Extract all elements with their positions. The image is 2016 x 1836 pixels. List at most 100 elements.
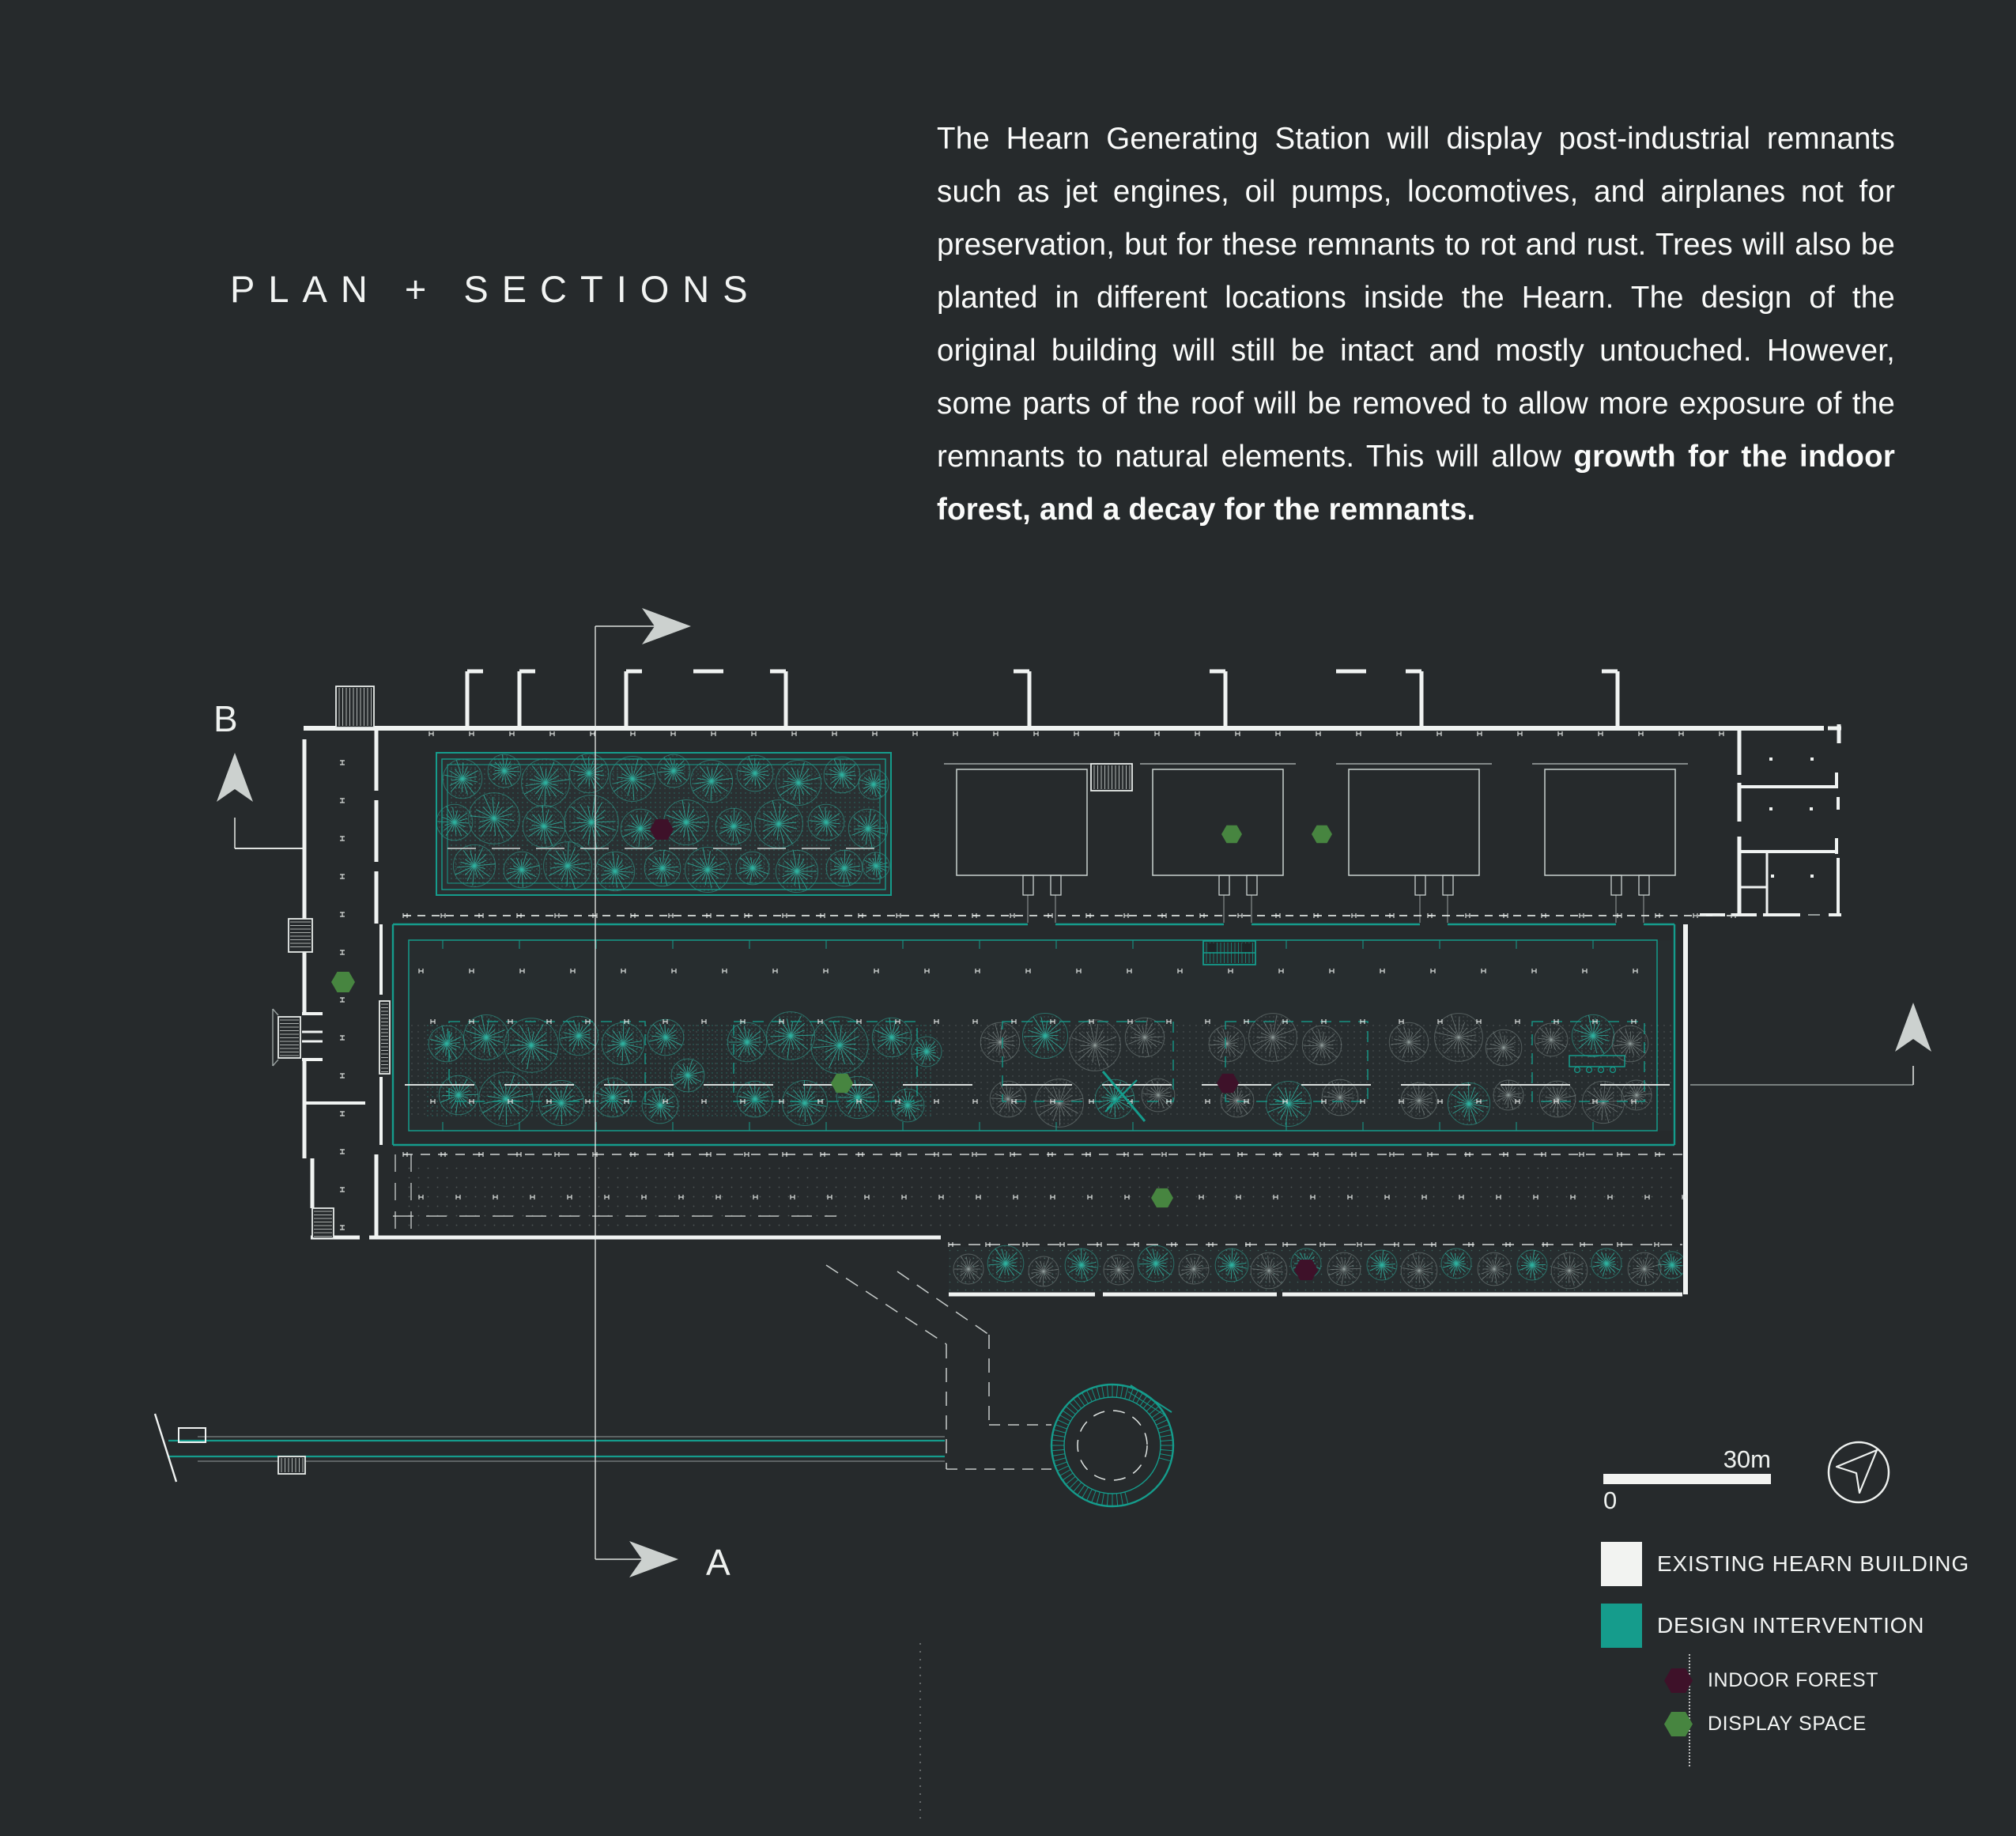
tree-ray bbox=[1671, 1259, 1677, 1266]
section-arrow bbox=[642, 608, 691, 644]
tree-ray bbox=[1039, 1102, 1060, 1108]
tree-ray bbox=[498, 1098, 507, 1120]
tree-ray bbox=[769, 810, 780, 825]
tree-ray bbox=[1592, 1022, 1600, 1037]
tree-ray bbox=[530, 1045, 557, 1056]
tree-ray bbox=[498, 1080, 507, 1100]
tree-ray bbox=[1407, 1270, 1420, 1279]
tree-gray bbox=[1388, 1022, 1429, 1063]
tree-ray bbox=[577, 773, 590, 776]
tree-ray bbox=[450, 1088, 459, 1096]
tree-ray bbox=[867, 828, 875, 840]
tree-ray bbox=[1272, 1027, 1285, 1038]
tree-ray bbox=[1493, 1047, 1504, 1052]
tree-ray bbox=[1118, 1260, 1122, 1271]
tree-ray bbox=[1007, 1086, 1011, 1100]
tree-ray bbox=[957, 1264, 969, 1270]
tree-ray bbox=[1530, 1264, 1533, 1278]
tree-ray bbox=[622, 1027, 630, 1045]
tree-ray bbox=[857, 1087, 864, 1098]
column-marker bbox=[1644, 1195, 1650, 1199]
tree-ray bbox=[841, 774, 857, 776]
tree-ray bbox=[1592, 1035, 1610, 1041]
column-marker bbox=[469, 731, 474, 736]
tree-ray bbox=[1155, 1255, 1161, 1264]
stair-hatch bbox=[277, 1016, 301, 1059]
tree-ray bbox=[1227, 1100, 1238, 1103]
tree-ray bbox=[651, 1035, 666, 1038]
stair-box bbox=[379, 1000, 391, 1075]
tree-ray bbox=[1005, 1262, 1017, 1264]
tree-ray bbox=[1193, 1260, 1195, 1270]
tree-ray bbox=[521, 864, 540, 871]
tree-ray bbox=[1226, 1043, 1236, 1056]
column-marker bbox=[1166, 1099, 1172, 1104]
tree-ray bbox=[456, 865, 475, 868]
tree-ray bbox=[926, 1051, 935, 1062]
tree-ray bbox=[790, 782, 799, 795]
tree-ray bbox=[732, 825, 734, 842]
column-marker bbox=[701, 1099, 707, 1104]
tree-ray bbox=[462, 850, 475, 867]
tree-ray bbox=[738, 1041, 748, 1058]
tree-ray bbox=[874, 852, 877, 867]
tree-teal bbox=[568, 753, 610, 794]
tree-ray bbox=[752, 855, 761, 869]
tree-ray bbox=[873, 775, 879, 785]
tree-ray bbox=[1321, 1036, 1327, 1046]
tree-ray bbox=[1231, 1264, 1237, 1282]
tree-ray bbox=[613, 778, 633, 784]
tree-ray bbox=[1130, 1026, 1146, 1038]
annex-dot bbox=[1810, 875, 1814, 878]
tree-ray bbox=[1493, 1262, 1503, 1270]
tree-ray bbox=[1272, 1020, 1283, 1038]
tree-ray bbox=[875, 865, 882, 878]
column-marker bbox=[1579, 913, 1584, 918]
tree-ray bbox=[1044, 1035, 1049, 1052]
tree-ray bbox=[517, 869, 523, 884]
tree-ray bbox=[745, 1041, 748, 1052]
tree-ray bbox=[1138, 1037, 1146, 1050]
tree-gray bbox=[1485, 1029, 1523, 1067]
tree-ray bbox=[1313, 1045, 1323, 1061]
tree-ray bbox=[1418, 1100, 1429, 1107]
tree-ray bbox=[1406, 1263, 1420, 1271]
tree-ray bbox=[778, 823, 798, 829]
tree-ray bbox=[1468, 1092, 1478, 1105]
tree-ray bbox=[563, 1032, 580, 1037]
tree-ray bbox=[632, 778, 651, 788]
tree-ray bbox=[1444, 1262, 1457, 1264]
tree-ray bbox=[787, 776, 799, 784]
tree-ray bbox=[733, 825, 746, 834]
tree-ray bbox=[1146, 1248, 1157, 1264]
tree-ray bbox=[825, 822, 837, 828]
tree-ray bbox=[1193, 1267, 1209, 1270]
tree-ray bbox=[867, 824, 878, 829]
tree-ray bbox=[1588, 1101, 1604, 1105]
tree-ray bbox=[1044, 1035, 1063, 1050]
airplane-remnant bbox=[1101, 1071, 1146, 1122]
column-marker bbox=[953, 731, 958, 736]
tree-ray bbox=[434, 1035, 447, 1045]
tree-ray bbox=[534, 776, 546, 784]
tree-ray bbox=[790, 1015, 802, 1037]
tree-ray bbox=[844, 865, 861, 869]
tree-teal bbox=[641, 1086, 679, 1124]
column-marker bbox=[934, 1019, 939, 1024]
tree-ray bbox=[455, 1081, 459, 1096]
indoor-forest-marker bbox=[650, 819, 674, 840]
tree-ray bbox=[1418, 1262, 1433, 1271]
tree-ray bbox=[1585, 1024, 1594, 1037]
tree-ray bbox=[844, 867, 862, 872]
tree-ray bbox=[752, 859, 755, 869]
tree-ray bbox=[919, 1051, 927, 1057]
tree-ray bbox=[1593, 1088, 1604, 1103]
room-foot bbox=[1022, 875, 1034, 896]
tree-ray bbox=[1502, 1094, 1509, 1101]
tree-ray bbox=[1253, 1037, 1274, 1045]
tree-ray bbox=[799, 1090, 806, 1104]
tree-teal bbox=[890, 1088, 925, 1123]
tree-ray bbox=[865, 816, 869, 829]
tree-ray bbox=[1468, 1103, 1478, 1115]
tree-ray bbox=[670, 822, 687, 829]
